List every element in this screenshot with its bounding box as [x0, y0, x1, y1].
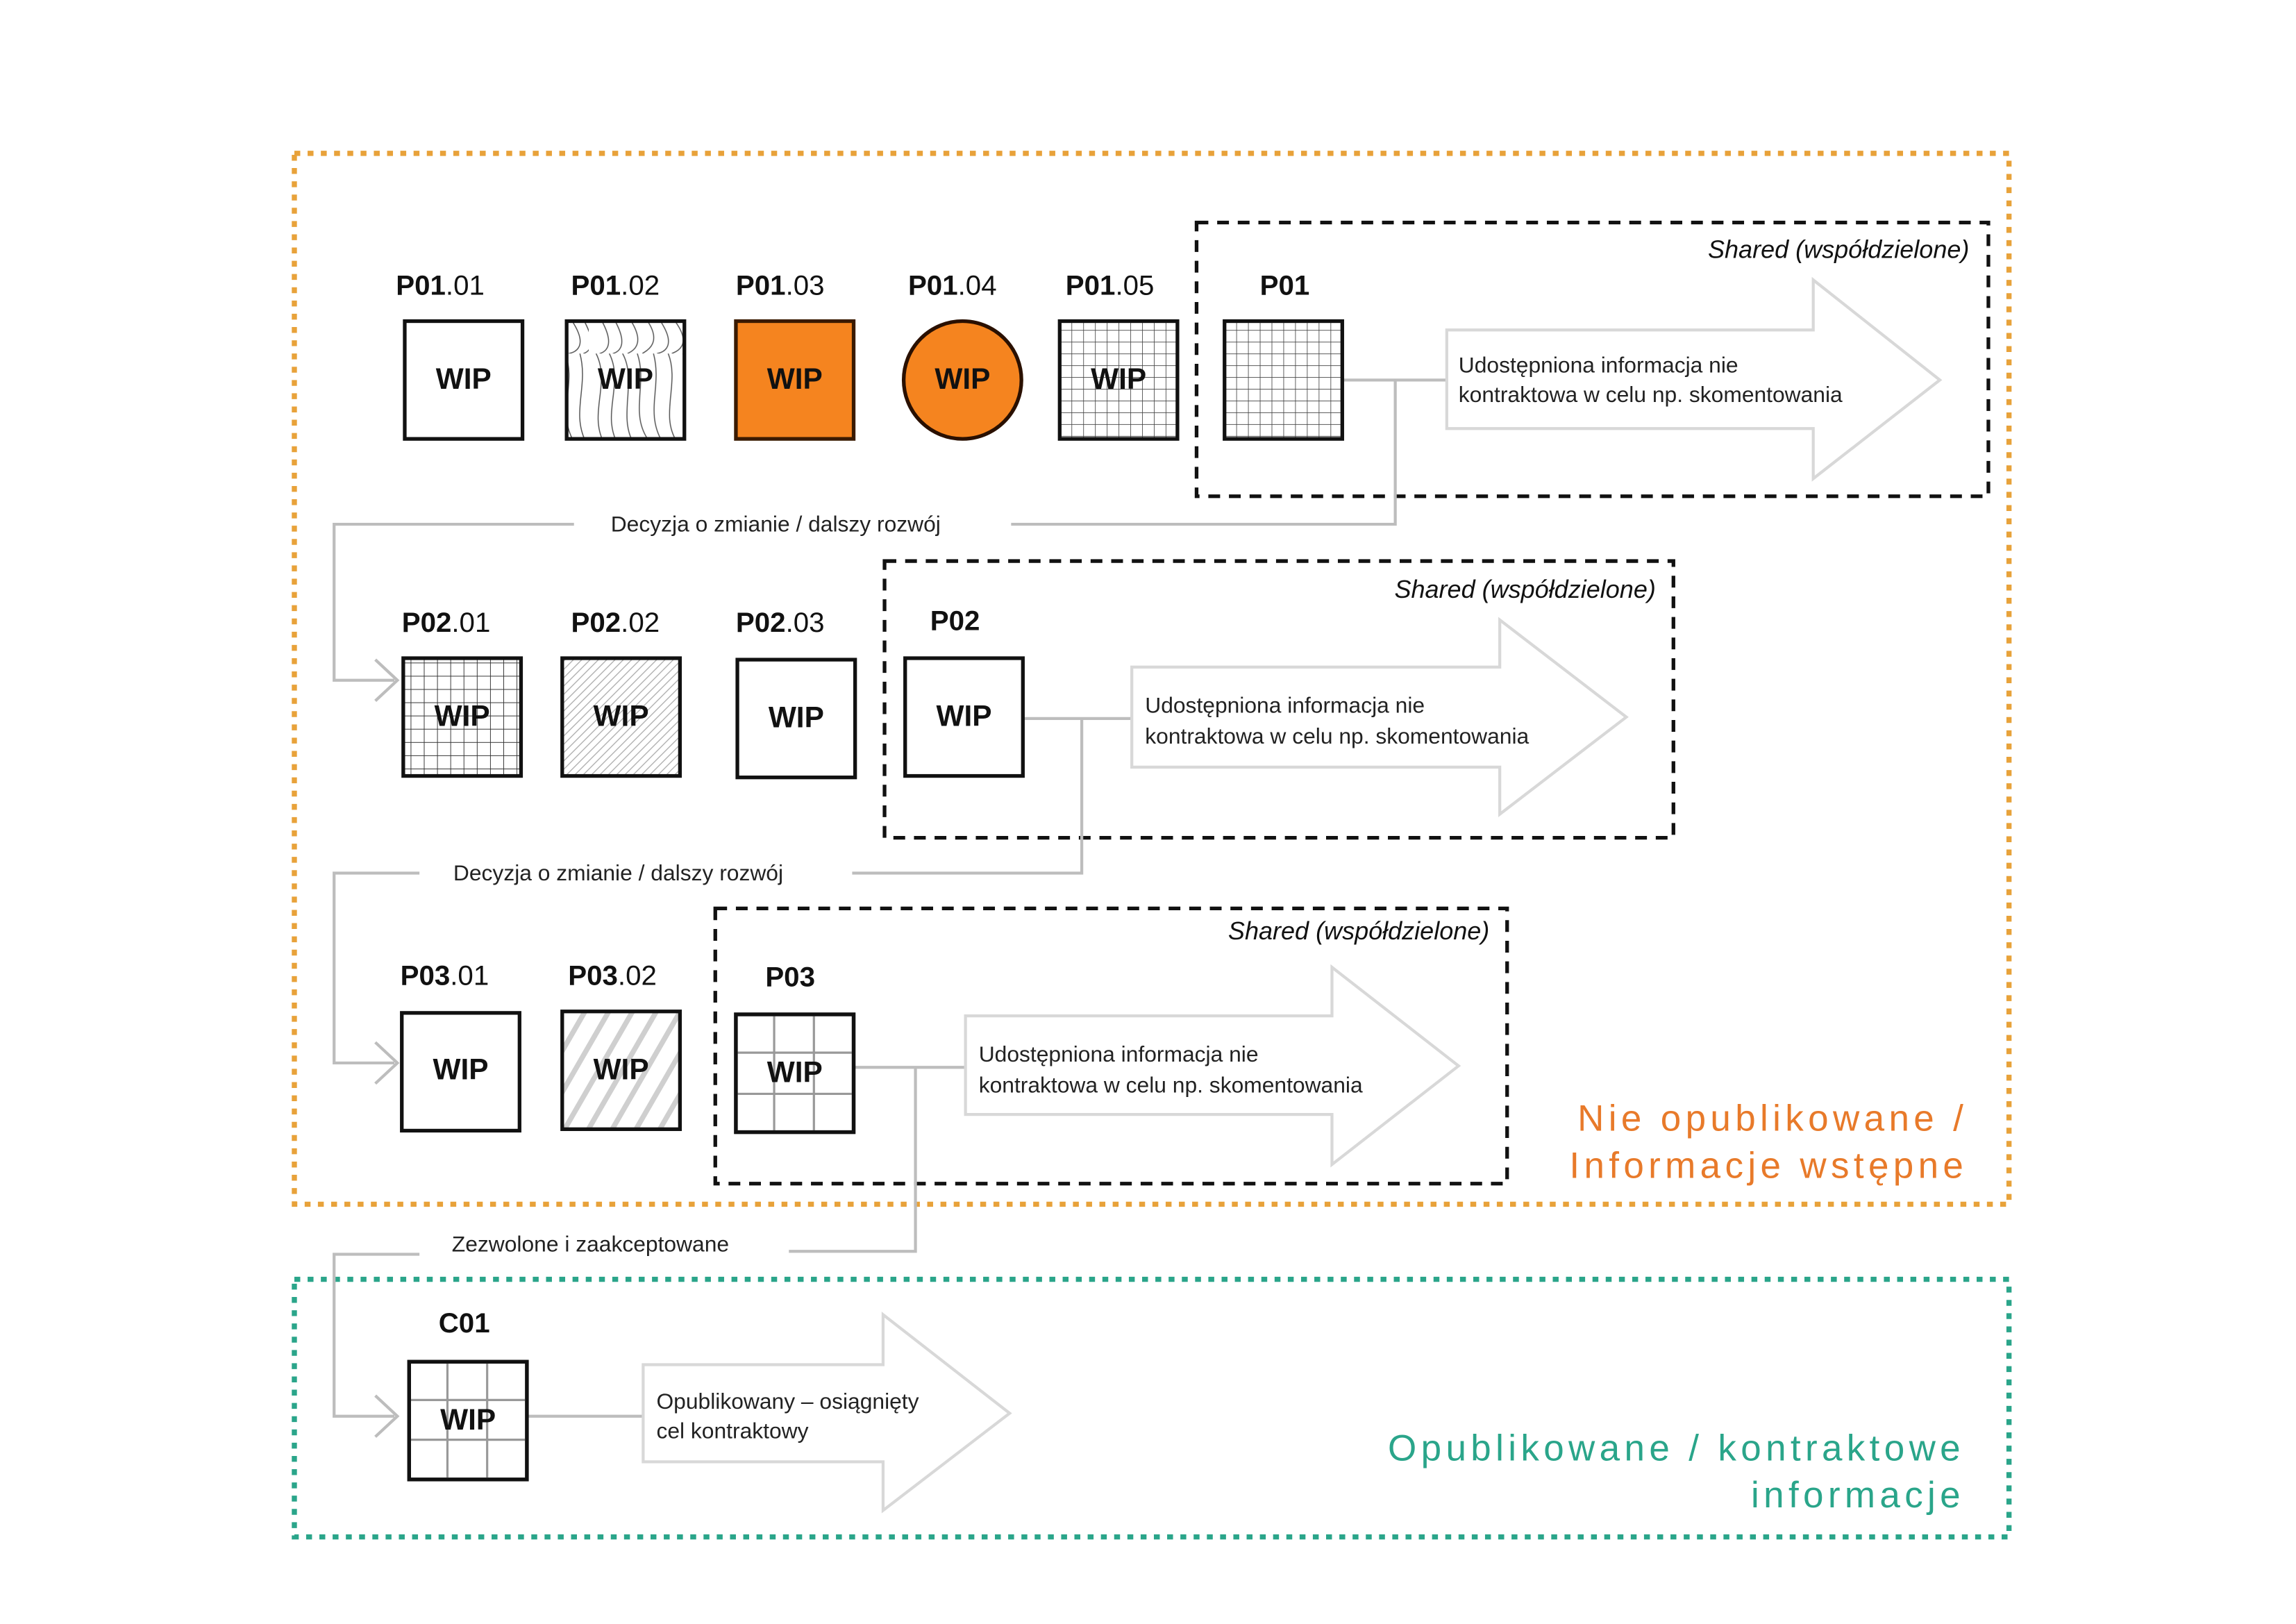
- container-code: P01: [1066, 269, 1116, 301]
- published-zone-border: [292, 1276, 2012, 1540]
- container-p01-02[interactable]: P01.02 WIP: [564, 269, 687, 441]
- svg-text:P01.02: P01.02: [571, 269, 660, 301]
- approved-label: Zezwolone i zaakceptowane: [452, 1231, 729, 1256]
- container-version: .02: [621, 269, 660, 301]
- container-code: P02: [736, 607, 786, 638]
- shared-label-p03: Shared (współdzielone): [1228, 916, 1489, 945]
- container-p02-03[interactable]: P02.03 WIP: [735, 607, 857, 780]
- arrow-text-p01-line1: Udostępniona informacja nie: [1459, 353, 1738, 378]
- wip-label: WIP: [594, 699, 649, 732]
- wip-label: WIP: [935, 362, 990, 395]
- shared-box-p01: [1194, 220, 1991, 499]
- container-version: .03: [786, 607, 825, 638]
- connector-lines: [333, 378, 1447, 1418]
- svg-text:P02.01: P02.01: [402, 607, 491, 638]
- container-code: C01: [439, 1307, 490, 1339]
- shared-container-p02[interactable]: P02 WIP: [903, 605, 1025, 778]
- shared-arrow-p01: [1445, 276, 1943, 482]
- container-version: .01: [451, 607, 490, 638]
- arrow-text-p01-line2: kontraktowa w celu np. skomentowania: [1459, 382, 1843, 407]
- shared-arrow-p02: [1130, 617, 1629, 817]
- published-zone-label-line2: informacje: [1751, 1475, 1965, 1516]
- wip-label: WIP: [598, 362, 653, 395]
- wip-label: WIP: [433, 1053, 488, 1085]
- decision-label-1: Decyzja o zmianie / dalszy rozwój: [611, 512, 941, 537]
- published-container-c01[interactable]: C01 WIP: [407, 1307, 529, 1482]
- unpublished-zone-border: [292, 151, 2012, 1207]
- container-code: P03: [765, 962, 815, 993]
- arrowhead-p03-01: [374, 1041, 400, 1085]
- connector-approved: [333, 1067, 917, 1418]
- container-code: P01: [571, 269, 621, 301]
- shared-container-p03[interactable]: P03 WIP: [734, 962, 856, 1135]
- shared-box-p03: [713, 906, 1509, 1186]
- arrow-text-p03-line2: kontraktowa w celu np. skomentowania: [979, 1072, 1363, 1097]
- svg-text:P01.04: P01.04: [908, 269, 997, 301]
- arrow-text-p03-line1: Udostępniona informacja nie: [979, 1041, 1259, 1066]
- arrowhead-c01: [374, 1394, 400, 1438]
- container-code: P02: [571, 607, 621, 638]
- container-version: .03: [786, 269, 825, 301]
- container-p01-05[interactable]: P01.05 WIP: [1057, 269, 1180, 441]
- arrow-text-c01-line1: Opublikowany – osiągnięty: [656, 1389, 919, 1414]
- shared-label-p02: Shared (współdzielone): [1394, 575, 1655, 603]
- connector-decision-1: [333, 380, 1397, 682]
- wip-label: WIP: [936, 699, 991, 732]
- published-arrow-c01: [642, 1312, 1012, 1514]
- decision-label-2: Decyzja o zmianie / dalszy rozwój: [453, 860, 783, 885]
- container-code: P03: [568, 960, 618, 991]
- container-code: P03: [401, 960, 451, 991]
- container-version: .01: [446, 269, 485, 301]
- wip-label: WIP: [594, 1053, 649, 1085]
- container-p01-04[interactable]: P01.04 WIP: [901, 269, 1023, 441]
- container-code: P01: [908, 269, 958, 301]
- container-code: P01: [1260, 269, 1310, 301]
- container-version: .05: [1115, 269, 1154, 301]
- container-version: .01: [450, 960, 489, 991]
- container-code: P02: [402, 607, 452, 638]
- wip-label: WIP: [767, 1055, 823, 1088]
- unpublished-zone-label-line2: Informacje wstępne: [1569, 1145, 1968, 1186]
- wip-label: WIP: [435, 699, 490, 732]
- wip-label: WIP: [769, 701, 824, 734]
- container-version: .02: [621, 607, 660, 638]
- svg-text:P02.03: P02.03: [736, 607, 825, 638]
- container-p02-02[interactable]: P02.02 WIP: [560, 607, 682, 778]
- container-code: P01: [396, 269, 446, 301]
- wip-label: WIP: [436, 362, 492, 395]
- svg-text:P01.01: P01.01: [396, 269, 485, 301]
- shared-arrow-p03: [964, 964, 1461, 1168]
- container-version: .02: [618, 960, 657, 991]
- published-zone-label-line1: Opublikowane / kontraktowe: [1388, 1428, 1965, 1468]
- arrow-text-p02-line2: kontraktowa w celu np. skomentowania: [1145, 723, 1529, 748]
- container-version: .04: [958, 269, 997, 301]
- container-p03-02[interactable]: P03.02 WIP: [560, 960, 682, 1131]
- container-p03-01[interactable]: P03.01 WIP: [400, 960, 521, 1133]
- svg-text:P03.01: P03.01: [401, 960, 489, 991]
- arrowhead-p02-01: [374, 658, 400, 702]
- arrow-text-c01-line2: cel kontraktowy: [656, 1418, 808, 1443]
- svg-text:P01.03: P01.03: [736, 269, 825, 301]
- svg-text:P01.05: P01.05: [1066, 269, 1155, 301]
- svg-text:P03.02: P03.02: [568, 960, 657, 991]
- container-p01-03[interactable]: P01.03 WIP: [734, 269, 856, 441]
- shared-label-p01: Shared (współdzielone): [1708, 235, 1969, 263]
- shared-box-p02: [882, 559, 1675, 840]
- svg-text:P02.02: P02.02: [571, 607, 660, 638]
- container-code: P01: [736, 269, 786, 301]
- wip-label: WIP: [1091, 362, 1146, 395]
- wip-label: WIP: [767, 362, 823, 395]
- connector-decision-2: [333, 718, 1084, 1065]
- shared-container-p01[interactable]: P01: [1223, 269, 1344, 441]
- unpublished-zone-label-line1: Nie opublikowane /: [1577, 1098, 1968, 1139]
- container-code: P02: [930, 605, 980, 637]
- arrow-text-p02-line1: Udostępniona informacja nie: [1145, 692, 1425, 717]
- container-p02-01[interactable]: P02.01 WIP: [401, 607, 523, 778]
- container-p01-01[interactable]: P01.01 WIP: [396, 269, 525, 441]
- wip-label: WIP: [440, 1403, 496, 1436]
